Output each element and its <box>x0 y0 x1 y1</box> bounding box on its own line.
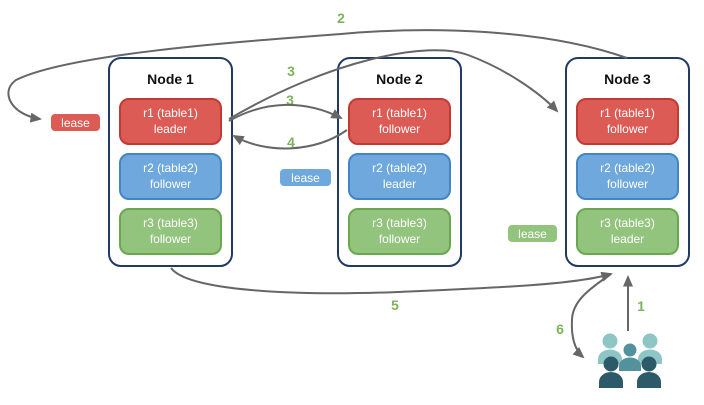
step-label-3a: 3 <box>287 63 295 79</box>
replica-range-label: r3 (table3) <box>372 215 427 230</box>
node-1-title: Node 1 <box>147 71 194 87</box>
step-label-5: 5 <box>391 297 399 313</box>
lease-badge-r2: lease <box>278 167 333 188</box>
replica-role-label: follower <box>378 231 421 246</box>
node-2: Node 2 r1 (table1) follower r2 (table2) … <box>337 57 462 267</box>
replica-role-label: follower <box>606 176 649 191</box>
node-2-replica-r2: r2 (table2) leader <box>348 153 451 200</box>
lease-badge-r1: lease <box>49 112 102 133</box>
arrow-step-5-node1-to-node3 <box>170 267 613 295</box>
node-2-replica-r1: r1 (table1) follower <box>348 98 451 145</box>
node-1-replica-r3: r3 (table3) follower <box>119 208 222 255</box>
replica-range-label: r1 (table1) <box>372 105 427 120</box>
step-label-6: 6 <box>556 321 564 337</box>
replica-range-label: r3 (table3) <box>600 215 655 230</box>
replica-range-label: r2 (table2) <box>372 160 427 175</box>
replica-role-label: follower <box>149 176 192 191</box>
replica-range-label: r1 (table1) <box>600 105 655 120</box>
users-group-icon <box>598 333 662 388</box>
node-1-replica-r2: r2 (table2) follower <box>119 153 222 200</box>
step-label-1: 1 <box>637 298 645 314</box>
step-label-2: 2 <box>337 10 345 26</box>
step-label-4: 4 <box>287 134 295 150</box>
replica-role-label: follower <box>378 121 421 136</box>
replica-role-label: leader <box>382 176 417 191</box>
arrow-step-2-node3-to-lease <box>7 29 628 123</box>
node-3: Node 3 r1 (table1) follower r2 (table2) … <box>565 57 690 267</box>
replica-range-label: r2 (table2) <box>600 160 655 175</box>
replica-role-label: follower <box>606 121 649 136</box>
node-2-replica-r3: r3 (table3) follower <box>348 208 451 255</box>
step-label-3b: 3 <box>286 92 294 108</box>
replica-range-label: r2 (table2) <box>143 160 198 175</box>
node-3-replica-r3: r3 (table3) leader <box>576 208 679 255</box>
replica-range-label: r1 (table1) <box>143 105 198 120</box>
replica-role-label: leader <box>610 231 645 246</box>
lease-badge-r3: lease <box>506 223 559 244</box>
node-3-title: Node 3 <box>604 71 651 87</box>
replica-role-label: follower <box>149 231 192 246</box>
node-1-replica-r1: r1 (table1) leader <box>119 98 222 145</box>
node-1: Node 1 r1 (table1) leader r2 (table2) fo… <box>108 57 233 267</box>
node-2-title: Node 2 <box>376 71 423 87</box>
node-3-replica-r2: r2 (table2) follower <box>576 153 679 200</box>
replica-role-label: leader <box>153 121 188 136</box>
node-3-replica-r1: r1 (table1) follower <box>576 98 679 145</box>
replica-range-label: r3 (table3) <box>143 215 198 230</box>
